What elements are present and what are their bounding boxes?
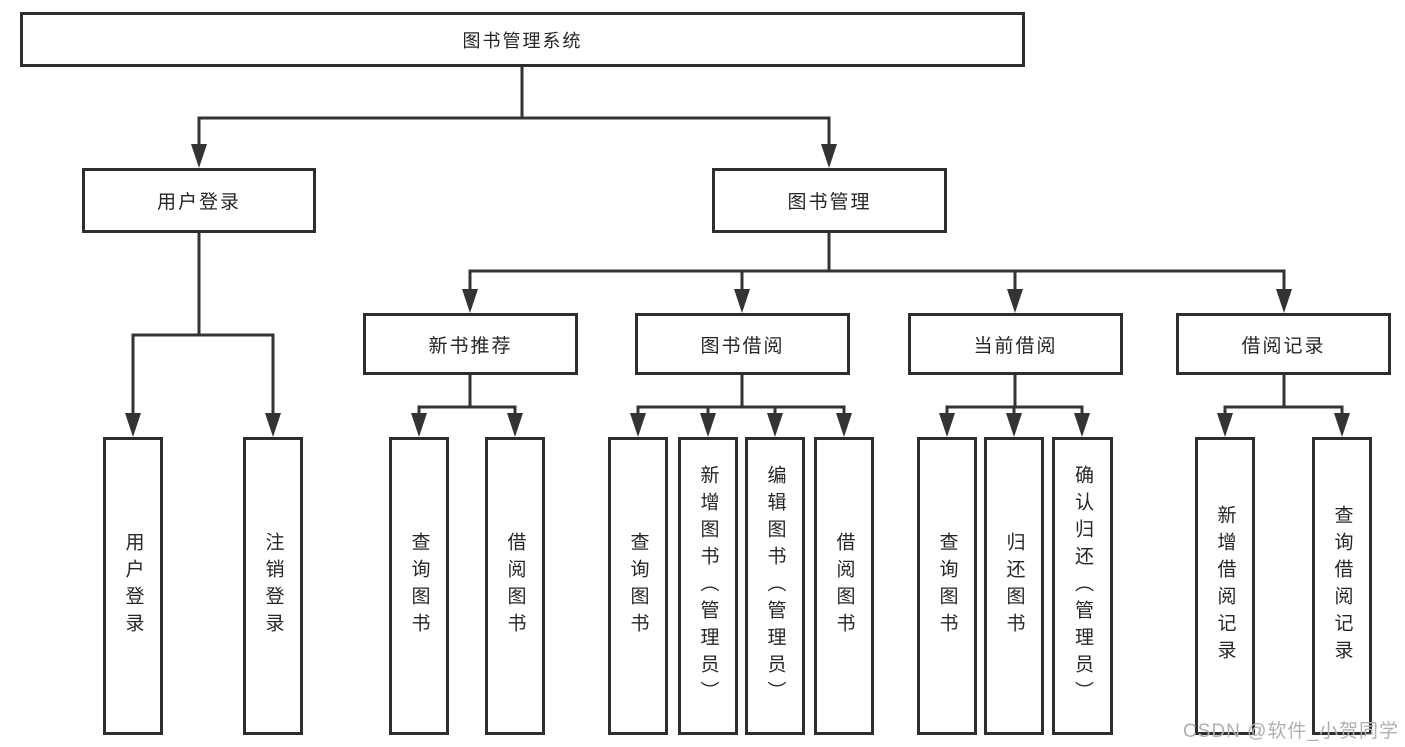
watermark: CSDN @软件_小贺同学 — [1183, 721, 1399, 742]
leaf-edit-books-admin: 编辑图书（管理员） — [745, 437, 805, 735]
leaf-query-borrow-record: 查询借阅记录 — [1312, 437, 1372, 735]
node-book-borrowing: 图书借阅 — [635, 313, 850, 375]
node-new-book-recommendation: 新书推荐 — [363, 313, 578, 375]
leaf-add-books-admin: 新增图书（管理员） — [678, 437, 738, 735]
node-label: 借阅图书 — [504, 532, 526, 640]
node-library-management-system: 图书管理系统 — [20, 12, 1025, 67]
leaf-query-books-current: 查询图书 — [917, 437, 977, 735]
leaf-user-login: 用户登录 — [103, 437, 163, 735]
node-label: 新增图书（管理员） — [697, 464, 719, 708]
node-label: 归还图书 — [1003, 532, 1025, 640]
node-current-borrowing: 当前借阅 — [908, 313, 1123, 375]
node-label: 借阅记录 — [1241, 335, 1326, 357]
leaf-borrow-books-borrowing: 借阅图书 — [814, 437, 874, 735]
node-label: 注销登录 — [262, 532, 284, 640]
leaf-query-books-recommend: 查询图书 — [389, 437, 449, 735]
node-label: 用户登录 — [122, 532, 144, 640]
node-label: 借阅图书 — [833, 532, 855, 640]
node-label: 用户登录 — [156, 192, 241, 213]
node-label: 图书管理系统 — [462, 30, 583, 51]
leaf-confirm-return-admin: 确认归还（管理员） — [1052, 437, 1113, 735]
node-book-management: 图书管理 — [712, 168, 947, 233]
leaf-add-borrow-record: 新增借阅记录 — [1195, 437, 1255, 735]
node-label: 确认归还（管理员） — [1072, 464, 1093, 708]
node-label: 查询图书 — [408, 532, 430, 640]
leaf-borrow-books-recommend: 借阅图书 — [485, 437, 545, 735]
node-label: 查询图书 — [936, 532, 958, 640]
node-label: 当前借阅 — [973, 335, 1058, 357]
node-label: 查询借阅记录 — [1331, 505, 1353, 667]
leaf-return-books: 归还图书 — [984, 437, 1044, 735]
node-label: 新书推荐 — [428, 335, 513, 357]
leaf-logout: 注销登录 — [243, 437, 303, 735]
node-user-login: 用户登录 — [82, 168, 316, 233]
leaf-query-books-borrowing: 查询图书 — [608, 437, 668, 735]
node-label: 新增借阅记录 — [1214, 505, 1236, 667]
node-label: 查询图书 — [627, 532, 649, 640]
node-label: 编辑图书（管理员） — [764, 464, 786, 708]
node-borrowing-records: 借阅记录 — [1176, 313, 1391, 375]
node-label: 图书管理 — [787, 192, 872, 213]
node-label: 图书借阅 — [700, 335, 785, 357]
